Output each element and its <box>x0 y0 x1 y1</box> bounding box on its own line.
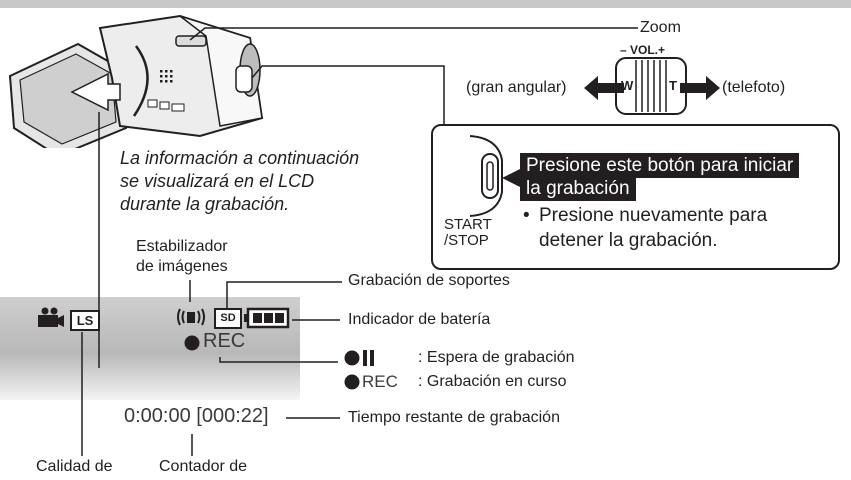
note-line-1: Presione nuevamente para <box>539 205 768 226</box>
rec-text: REC <box>203 330 246 352</box>
standby-dot-icon <box>344 350 360 366</box>
highlight-line-1: Presione este botón para iniciar <box>520 153 800 178</box>
lcd-display: LS SD REC <box>0 297 300 400</box>
stabilizer-label-1: Estabilizador <box>136 238 228 255</box>
note-line-2: detener la grabación. <box>539 230 718 251</box>
highlight-line-2: la grabación <box>520 176 636 201</box>
note-bullet: • <box>523 205 530 226</box>
tele-arrow-icon <box>680 76 720 100</box>
quality-badge: LS <box>70 310 100 331</box>
recording-dot-icon <box>344 374 360 390</box>
wide-arrow-icon <box>584 76 624 100</box>
counter-text: 0:00:00 [000:22] <box>124 405 269 427</box>
remaining-callout: Tiempo restante de grabación <box>348 409 560 426</box>
battery-callout: Indicador de batería <box>348 311 491 328</box>
wide-key: W <box>621 78 634 93</box>
stabilizer-label-2: de imágenes <box>136 258 228 275</box>
intro-line-1: La información a continuación <box>120 148 360 168</box>
vol-label: – VOL.+ <box>620 43 666 57</box>
start-label: START <box>444 216 492 233</box>
standby-callout: : Espera de grabación <box>418 349 575 366</box>
tele-key: T <box>669 78 677 93</box>
top-bar <box>0 0 851 8</box>
pointer-triangle <box>502 168 522 188</box>
video-camera-icon <box>38 307 64 327</box>
media-badge: SD <box>214 308 242 329</box>
quality-callout: Calidad de <box>36 458 113 475</box>
zoom-label: Zoom <box>640 19 681 36</box>
recording-rec-text: REC <box>362 372 398 391</box>
tele-label: (telefoto) <box>722 79 786 96</box>
media-callout: Grabación de soportes <box>348 272 510 289</box>
intro-line-2: se visualizará en el LCD <box>120 171 315 191</box>
pause-icon <box>363 350 374 366</box>
start-stop-button-icon <box>469 135 503 217</box>
wide-label: (gran angular) <box>466 79 567 96</box>
battery-icon <box>244 307 290 329</box>
camcorder-illustration <box>8 14 264 148</box>
intro-line-3: durante la grabación. <box>120 194 290 214</box>
recording-callout: : Grabación en curso <box>418 373 567 390</box>
rec-dot-icon <box>184 335 200 351</box>
zoom-leader-lines <box>189 27 638 124</box>
stabilizer-icon <box>177 308 205 326</box>
stop-label: /STOP <box>444 232 489 249</box>
counter-callout: Contador de <box>159 458 248 475</box>
